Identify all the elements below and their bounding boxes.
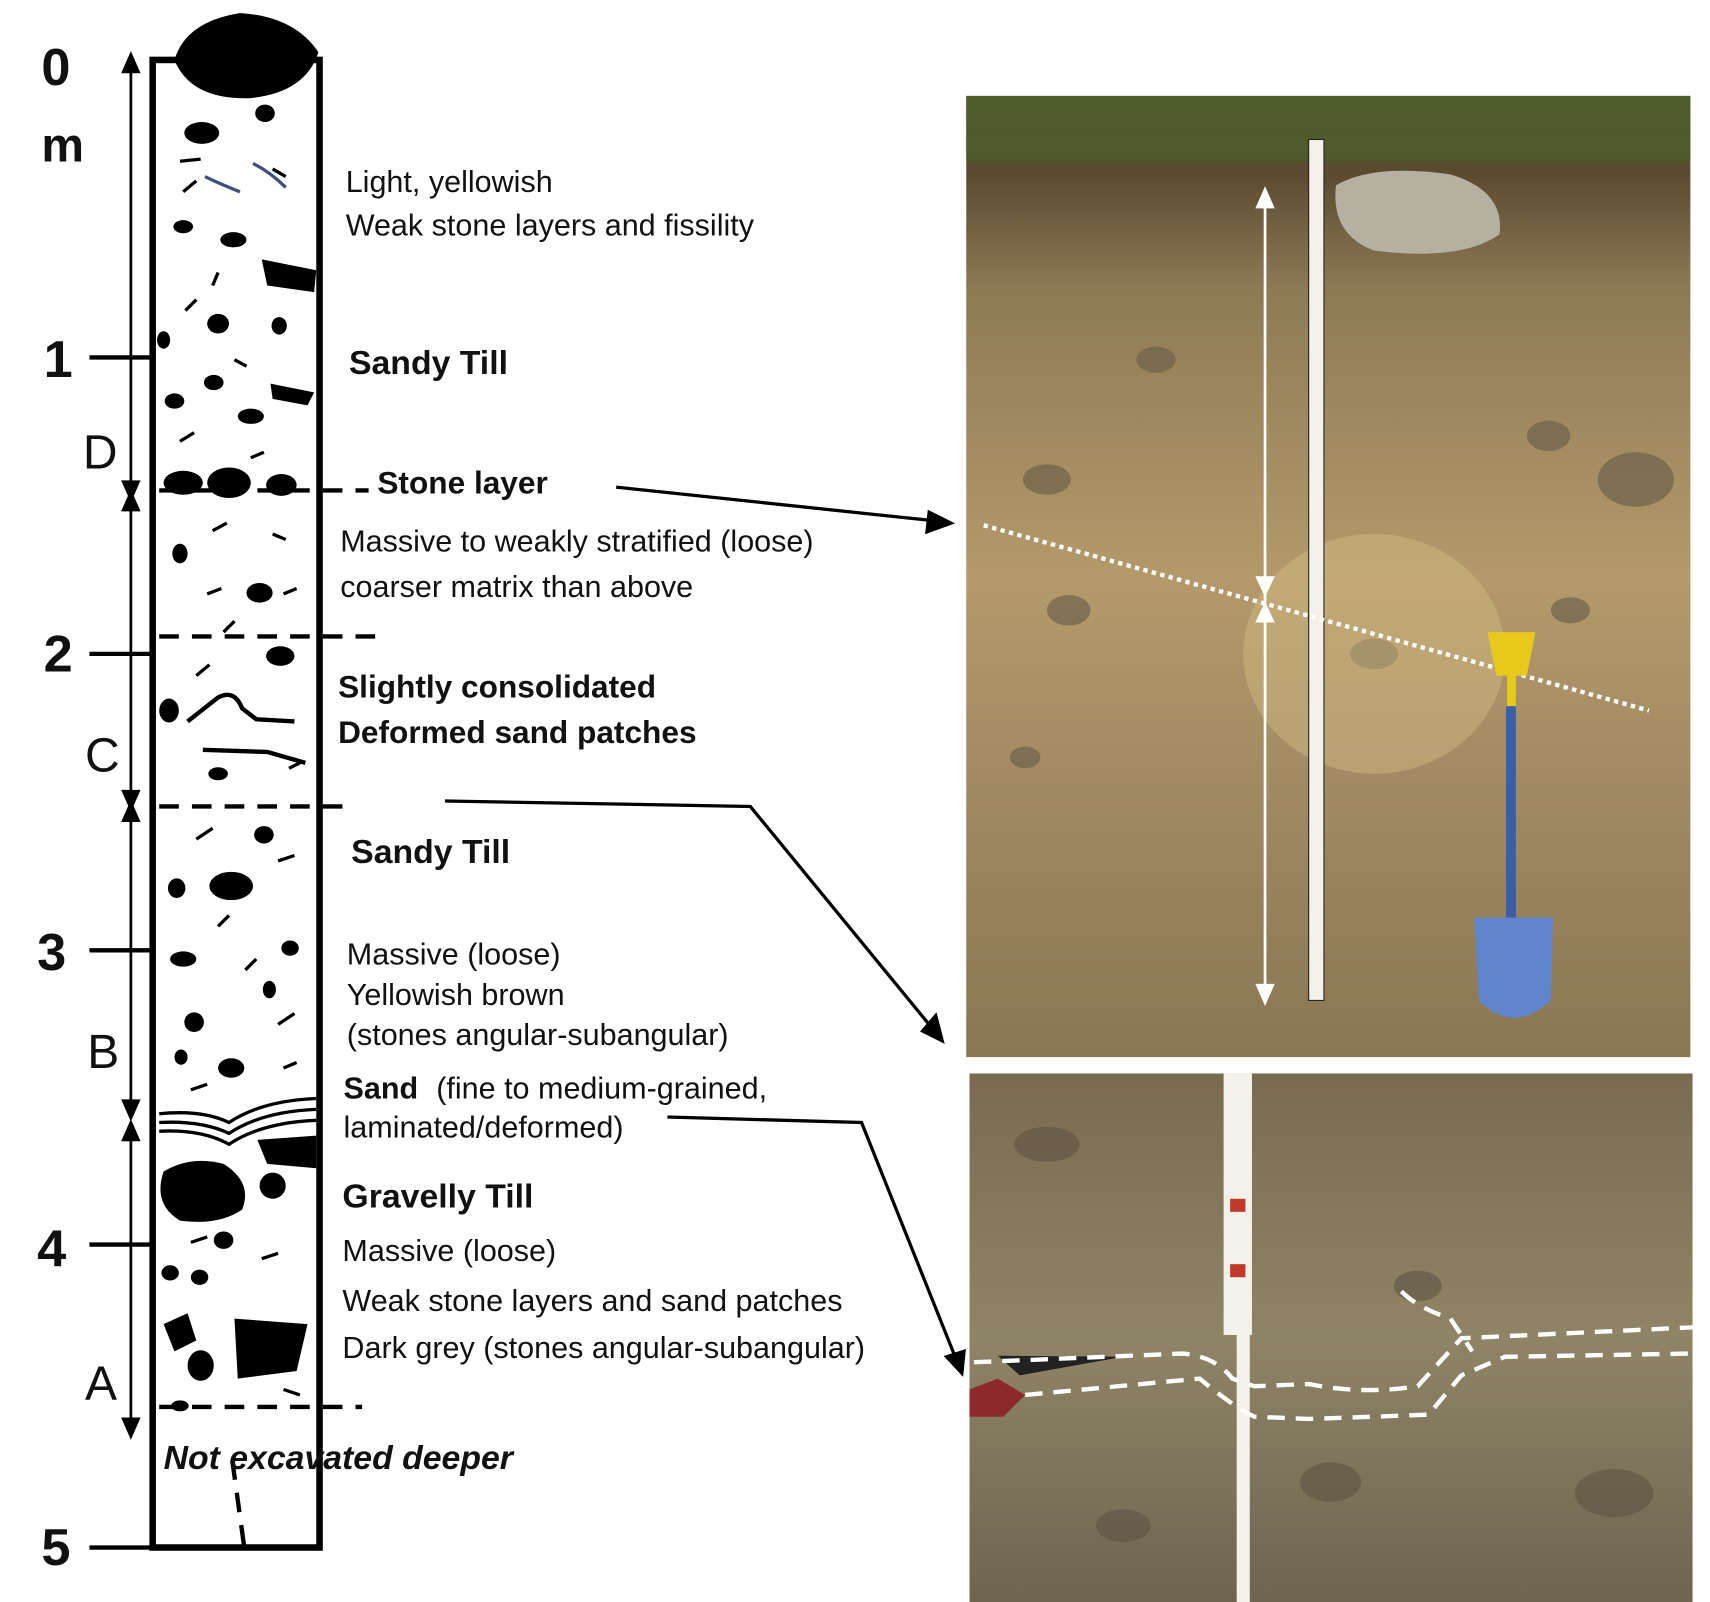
- annotation-not-excavated: Not excavated deeper: [164, 1439, 515, 1477]
- unit-arrows: [121, 51, 141, 1440]
- annotation-sand-2: laminated/deformed): [344, 1111, 624, 1145]
- depth-label-4: 4: [37, 1220, 66, 1278]
- annotation-deformed-sand: Deformed sand patches: [338, 714, 696, 750]
- log-column: [149, 13, 377, 1551]
- depth-unit: m: [41, 119, 84, 172]
- annotation-sandy-till-2: Sandy Till: [351, 833, 510, 871]
- annotation-a-2: Weak stone layers and sand patches: [342, 1284, 842, 1318]
- unit-label-b: B: [87, 1026, 119, 1079]
- profile-photo-upper: [966, 95, 1691, 1058]
- connector-arrows: [444, 485, 966, 1377]
- annotation-a-1: Massive (loose): [342, 1234, 556, 1268]
- annotation-top-1: Light, yellowish: [346, 165, 553, 199]
- annotation-gravelly-till: Gravelly Till: [342, 1178, 533, 1216]
- annotation-massive-1: Massive to weakly stratified (loose): [340, 524, 813, 558]
- depth-label-2: 2: [44, 625, 73, 683]
- depth-label-1: 1: [44, 331, 73, 389]
- annotation-top-2: Weak stone layers and fissility: [346, 208, 755, 242]
- annotation-sand-1: (fine to medium-grained,: [436, 1072, 767, 1106]
- depth-label-3: 3: [37, 924, 66, 982]
- depth-axis: 0 m 1 2 3 4 5: [37, 39, 153, 1577]
- annotations: Light, yellowish Weak stone layers and f…: [164, 165, 865, 1477]
- unit-label-a: A: [85, 1357, 117, 1410]
- annotation-sand: Sand: [344, 1072, 419, 1106]
- measuring-staff: [1308, 138, 1325, 1001]
- unit-label-d: D: [83, 427, 118, 480]
- annotation-b-2: Yellowish brown: [347, 978, 565, 1012]
- annotation-stone-layer: Stone layer: [377, 465, 547, 501]
- shovel: [1474, 632, 1553, 1018]
- annotation-slightly-consolidated: Slightly consolidated: [338, 668, 656, 704]
- sand-layer-photo-lower: [969, 1073, 1693, 1602]
- boulder: [1335, 170, 1501, 254]
- depth-label-5: 5: [41, 1519, 70, 1577]
- annotation-a-3: Dark grey (stones angular-subangular): [342, 1331, 865, 1365]
- annotation-b-1: Massive (loose): [347, 937, 561, 971]
- annotation-b-3: (stones angular-subangular): [347, 1018, 729, 1052]
- annotation-massive-2: coarser matrix than above: [340, 570, 693, 604]
- unit-label-c: C: [85, 730, 120, 783]
- depth-label-0: 0: [41, 39, 70, 97]
- annotation-sandy-till-1: Sandy Till: [349, 344, 508, 382]
